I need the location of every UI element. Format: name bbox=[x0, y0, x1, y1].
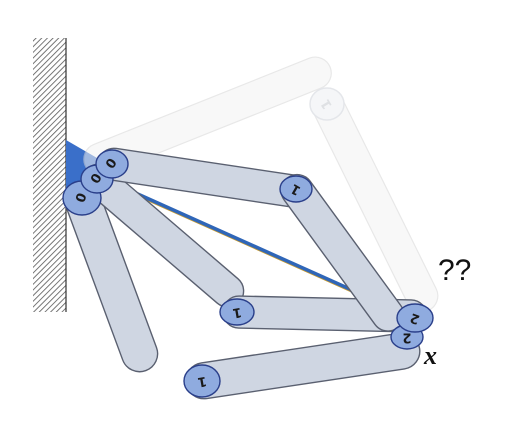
joint-right-end: 2 bbox=[396, 303, 434, 333]
joint-inner-mid-label: 1 bbox=[231, 304, 243, 320]
joint-right-lower-label: 2 bbox=[402, 330, 411, 345]
joint-top-right: 1 bbox=[279, 175, 313, 203]
joint-top-left: 0 bbox=[95, 149, 129, 179]
wall-hatch bbox=[33, 38, 66, 312]
question-label: ?? bbox=[438, 254, 471, 287]
link-bottom bbox=[185, 332, 421, 400]
joint-bottom-label: 1 bbox=[196, 373, 208, 389]
ghost-linkage: 1 bbox=[83, 56, 439, 313]
joint-inner-mid: 1 bbox=[219, 298, 255, 326]
joint-bottom: 1 bbox=[183, 364, 221, 398]
ghost-joint bbox=[309, 87, 345, 121]
variable-x-label: x bbox=[423, 341, 437, 370]
